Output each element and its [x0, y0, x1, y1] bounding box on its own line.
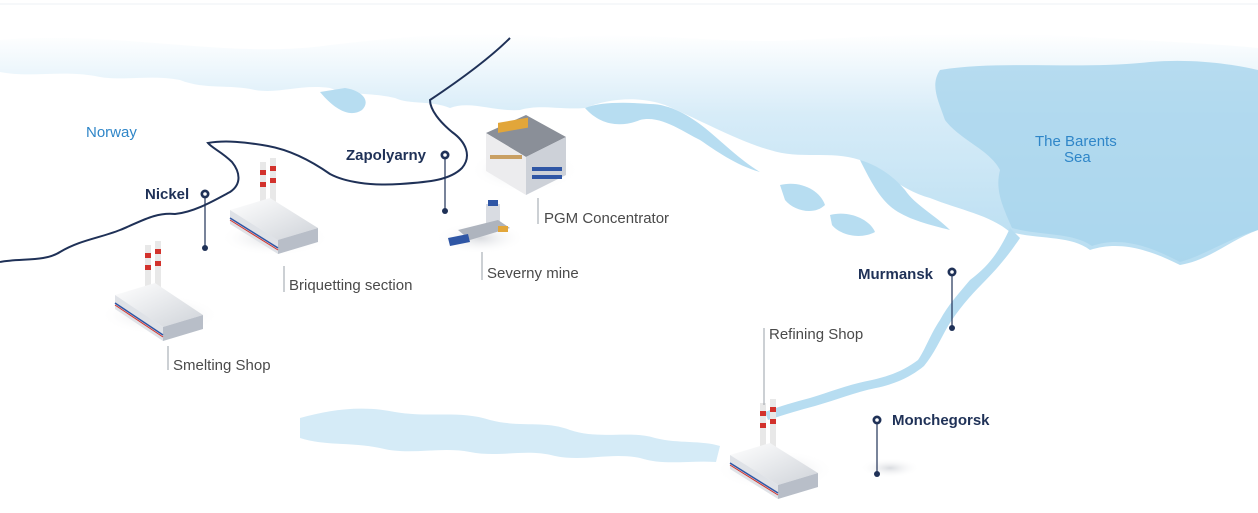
barents-sea-label-line2: Sea — [1064, 149, 1091, 166]
briquetting-section-label[interactable]: Briquetting section — [289, 277, 413, 294]
briquetting-section-building — [229, 158, 318, 254]
murmansk-label[interactable]: Murmansk — [858, 266, 934, 283]
fjord-west — [320, 88, 366, 114]
monchegorsk-pin[interactable] — [872, 415, 882, 478]
monchegorsk-label[interactable]: Monchegorsk — [892, 412, 990, 429]
zapolyarny-pin[interactable] — [440, 150, 450, 215]
refining-shop-label[interactable]: Refining Shop — [769, 326, 864, 343]
severny-mine-building — [448, 200, 510, 246]
fjord-center — [585, 102, 760, 172]
murmansk-pin[interactable] — [947, 267, 957, 332]
national-border — [0, 37, 511, 263]
nickel-pin[interactable] — [200, 189, 210, 252]
barents-sea-label-line1: The Barents — [1035, 133, 1117, 150]
fjord-east — [860, 160, 950, 230]
nickel-label[interactable]: Nickel — [145, 186, 190, 203]
pgm-concentrator-label[interactable]: PGM Concentrator — [544, 210, 670, 227]
zapolyarny-label[interactable]: Zapolyarny — [346, 147, 427, 164]
refining-shop-building — [729, 399, 818, 499]
norway-label: Norway — [86, 124, 137, 141]
barents-sea-deep — [935, 60, 1258, 263]
severny-mine-label[interactable]: Severny mine — [487, 265, 579, 282]
kola-bay — [765, 228, 1020, 420]
island-lake-2 — [830, 213, 875, 236]
smelting-shop-label[interactable]: Smelting Shop — [173, 357, 271, 374]
island-lake-1 — [780, 183, 825, 212]
smelting-shop-building — [114, 241, 203, 341]
pgm-concentrator-building — [486, 115, 566, 195]
southern-lake — [300, 408, 720, 463]
